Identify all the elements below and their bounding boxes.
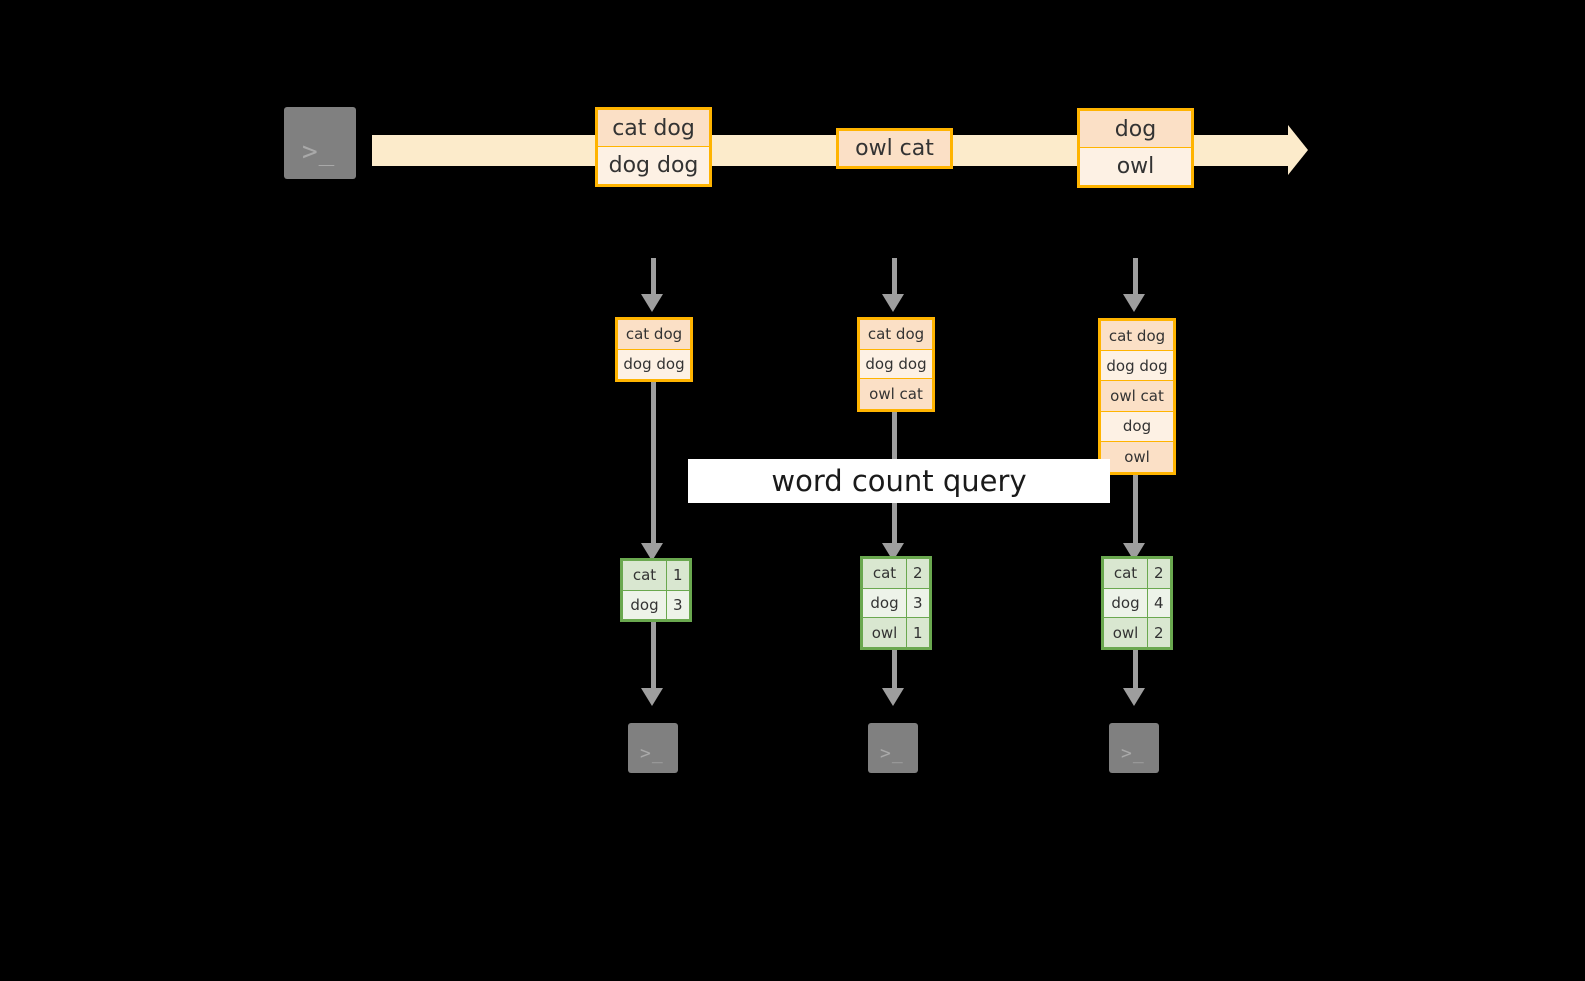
snapshot-1-result-table: cat 1 dog 3 xyxy=(620,558,692,622)
input-line: owl cat xyxy=(1101,381,1173,412)
snapshot-1-sink-terminal-icon: >_ xyxy=(619,714,687,782)
stream-group-3: dog owl xyxy=(1077,108,1194,188)
snapshot-1-intake-arrowhead-icon xyxy=(641,294,663,312)
result-word: owl xyxy=(1104,618,1148,648)
snapshot-2-sink-terminal-icon: >_ xyxy=(859,714,927,782)
table-row: dog 3 xyxy=(863,588,929,619)
table-row: dog 4 xyxy=(1104,588,1170,619)
result-count: 3 xyxy=(667,590,689,619)
stream-group-1: cat dog dog dog xyxy=(595,107,712,187)
snapshot-3-intake-arrowhead-icon xyxy=(1123,294,1145,312)
stream-record: dog dog xyxy=(598,147,709,184)
result-word: dog xyxy=(623,590,667,619)
snapshot-2-intake-line xyxy=(892,258,897,296)
result-count: 2 xyxy=(1148,559,1170,588)
snapshot-1-sink-line xyxy=(651,622,656,692)
snapshot-2-sink-arrowhead-icon xyxy=(882,688,904,706)
source-terminal-icon: >_ xyxy=(275,98,365,188)
snapshot-3-sink-line xyxy=(1133,650,1138,692)
snapshot-3-input-stack: cat dog dog dog owl cat dog owl xyxy=(1098,318,1176,475)
terminal-prompt-glyph: >_ xyxy=(640,743,664,764)
result-count: 1 xyxy=(667,561,689,590)
snapshot-3-sink-terminal-icon: >_ xyxy=(1100,714,1168,782)
input-line: owl xyxy=(1101,441,1173,472)
table-row: cat 2 xyxy=(863,559,929,589)
stream-record: dog xyxy=(1080,111,1191,148)
stream-record: owl xyxy=(1080,148,1191,185)
stream-record: owl cat xyxy=(839,131,950,166)
terminal-body xyxy=(1109,723,1159,773)
table-row: dog 3 xyxy=(623,590,689,619)
table-row: cat 1 xyxy=(623,561,689,591)
snapshot-3-sink-arrowhead-icon xyxy=(1123,688,1145,706)
terminal-body xyxy=(284,107,356,179)
result-word: cat xyxy=(1104,559,1148,588)
snapshot-1-sink-arrowhead-icon xyxy=(641,688,663,706)
result-word: cat xyxy=(623,561,667,590)
terminal-prompt-glyph: >_ xyxy=(880,743,904,764)
snapshot-2-result-table: cat 2 dog 3 owl 1 xyxy=(860,556,932,650)
terminal-body xyxy=(868,723,918,773)
terminal-prompt-glyph: >_ xyxy=(302,137,336,167)
result-count: 3 xyxy=(907,588,929,618)
result-count: 4 xyxy=(1148,588,1170,618)
snapshot-2-intake-arrowhead-icon xyxy=(882,294,904,312)
stream-group-2: owl cat xyxy=(836,128,953,169)
input-line: dog dog xyxy=(1101,351,1173,382)
input-line: cat dog xyxy=(1101,321,1173,352)
stream-arrowhead-icon xyxy=(1288,125,1308,175)
result-word: owl xyxy=(863,618,907,648)
input-line: dog dog xyxy=(618,349,690,379)
table-row: cat 2 xyxy=(1104,559,1170,589)
terminal-prompt-glyph: >_ xyxy=(1121,743,1145,764)
snapshot-1-input-stack: cat dog dog dog xyxy=(615,317,693,382)
snapshot-1-query-line xyxy=(651,382,656,551)
result-count: 2 xyxy=(1148,618,1170,648)
result-word: dog xyxy=(863,588,907,618)
query-label-band: word count query xyxy=(688,459,1110,503)
result-count: 1 xyxy=(907,618,929,648)
input-line: dog xyxy=(1101,411,1173,442)
query-label: word count query xyxy=(771,464,1027,498)
snapshot-1-intake-line xyxy=(651,258,656,296)
snapshot-1-query-arrowhead-icon xyxy=(641,543,663,561)
result-word: dog xyxy=(1104,588,1148,618)
snapshot-2-sink-line xyxy=(892,650,897,692)
table-row: owl 2 xyxy=(1104,618,1170,648)
result-count: 2 xyxy=(907,559,929,588)
input-line: dog dog xyxy=(860,349,932,380)
input-line: owl cat xyxy=(860,379,932,409)
input-line: cat dog xyxy=(618,320,690,350)
result-word: cat xyxy=(863,559,907,588)
snapshot-3-query-line xyxy=(1133,475,1138,551)
table-row: owl 1 xyxy=(863,618,929,648)
stream-record: cat dog xyxy=(598,110,709,147)
input-line: cat dog xyxy=(860,320,932,350)
snapshot-3-result-table: cat 2 dog 4 owl 2 xyxy=(1101,556,1173,650)
snapshot-2-input-stack: cat dog dog dog owl cat xyxy=(857,317,935,412)
terminal-body xyxy=(628,723,678,773)
snapshot-3-intake-line xyxy=(1133,258,1138,296)
